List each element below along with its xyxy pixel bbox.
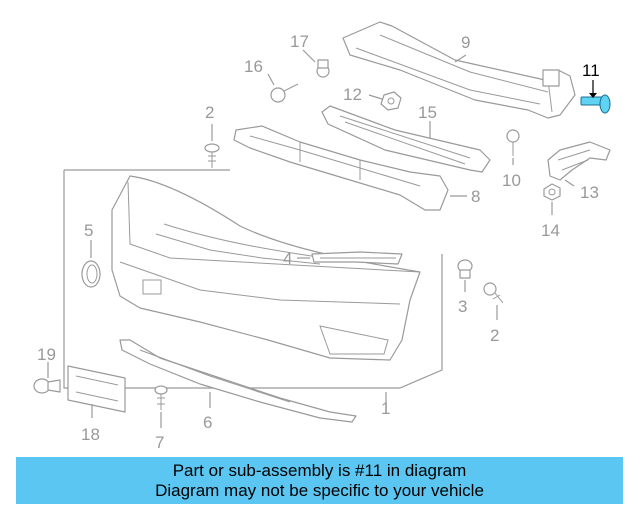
callout-12: 12 [343,85,362,104]
bracket-part-13[interactable] [547,141,611,181]
banner-line-part: Part or sub-assembly is #11 in diagram [172,460,467,480]
callout-3: 3 [458,297,467,316]
callout-4: 4 [283,249,292,268]
callout-16: 16 [244,57,263,76]
callout-11: 11 [582,61,600,80]
spoiler-part-6[interactable] [119,339,357,423]
clip-part-3[interactable] [457,259,473,279]
license-bracket-part-18[interactable] [67,365,126,413]
info-banner: Part or sub-assembly is #11 in diagram D… [16,457,623,504]
push-clip-part-19[interactable] [33,378,61,394]
callout-14: 14 [541,221,560,240]
trim-strip-part-4[interactable] [311,251,403,265]
bolt-part-10[interactable] [506,129,520,156]
nut-part-12[interactable] [380,91,402,111]
callout-1: 1 [381,399,390,418]
callout-19: 19 [37,345,56,364]
callout-10: 10 [502,171,521,190]
grille-part-15[interactable] [321,105,491,173]
banner-line-disclaimer: Diagram may not be specific to your vehi… [155,480,484,500]
bolt-part-11[interactable] [580,94,611,114]
screw-part-2-lower[interactable] [483,282,504,304]
callout-6: 6 [203,413,212,432]
callout-13: 13 [580,183,599,202]
callout-15: 15 [418,103,437,122]
emblem-clip-part-5[interactable] [81,260,101,288]
screw-part-7[interactable] [154,385,168,410]
reinforcement-bar-part[interactable] [342,21,576,119]
bolt-part-16[interactable] [270,83,299,103]
callout-18: 18 [81,425,100,444]
parts-diagram: 9 11 17 16 12 15 2 [33,21,611,452]
bumper-cover-part-1[interactable] [111,175,421,361]
callout-5: 5 [84,221,93,240]
absorber-part-8[interactable] [233,125,449,211]
callout-7: 7 [155,433,164,452]
callout-17: 17 [290,32,309,51]
callout-8: 8 [471,187,480,206]
screw-part-2-upper[interactable] [204,143,220,168]
callout-9: 9 [461,33,470,52]
callout-2-lower: 2 [490,326,499,345]
callout-2-upper: 2 [205,103,214,122]
clip-part-17[interactable] [316,59,330,78]
nut-part-14[interactable] [543,183,561,201]
